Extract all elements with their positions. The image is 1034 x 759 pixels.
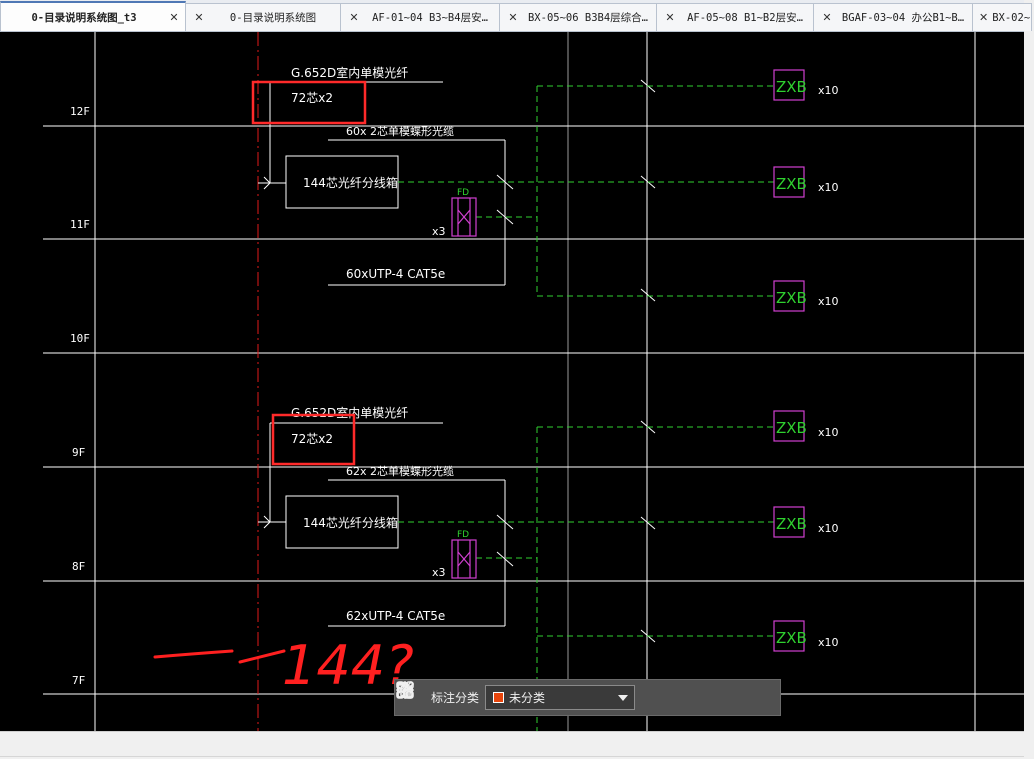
zxb-count-label: x10	[818, 295, 839, 308]
fd-count-label: x3	[432, 566, 446, 579]
tab-label: BX-02~	[992, 11, 1031, 24]
category-color-swatch	[493, 692, 505, 703]
zxb-label: ZXB	[776, 175, 807, 193]
floor-label: 12F	[70, 105, 90, 118]
utp-cable-label: 60xUTP-4 CAT5e	[346, 267, 445, 281]
zxb-count-label: x10	[818, 181, 839, 194]
chevron-down-icon	[618, 694, 629, 701]
core-count-label: 72芯x2	[291, 91, 333, 105]
lower-system-block: G.652D室内单模光纤 72芯x2 62x 2芯单模蝶形光缆 144芯光纤分线…	[258, 405, 839, 731]
cad-drawing-canvas[interactable]: 12F 11F 10F 9F 8F 7F	[0, 32, 1024, 731]
drawing-frame	[43, 32, 1024, 731]
annotation-category-label: 标注分类	[431, 691, 480, 705]
tab-2[interactable]: ✕ AF-01~04 B3~B4层安…	[340, 3, 500, 31]
fd-count-label: x3	[432, 225, 446, 238]
cable-spec-label: G.652D室内单模光纤	[291, 405, 408, 420]
tab-label: AF-01~04 B3~B4层安…	[372, 12, 488, 24]
fd-label: FD	[457, 188, 469, 198]
fiber-box-label: 144芯光纤分线箱	[303, 515, 398, 530]
highlight-box	[271, 413, 356, 466]
floor-label: 10F	[70, 332, 90, 345]
floor-label: 9F	[72, 446, 85, 459]
zxb-label: ZXB	[776, 629, 807, 647]
annotation-toolbar: 标注分类 未分类	[394, 679, 781, 716]
tab-6[interactable]: ✕BX-02~	[972, 3, 1032, 31]
tab-0[interactable]: 0-目录说明系统图_t3 ✕	[0, 1, 186, 31]
close-icon[interactable]: ✕	[169, 10, 179, 24]
floor-label: 11F	[70, 218, 90, 231]
zxb-count-label: x10	[818, 426, 839, 439]
utp-cable-label: 62xUTP-4 CAT5e	[346, 609, 445, 623]
cad-drawing: 12F 11F 10F 9F 8F 7F	[43, 32, 1024, 731]
tab-4[interactable]: ✕ AF-05~08 B1~B2层安…	[656, 3, 814, 31]
tab-label: BGAF-03~04 办公B1~B…	[841, 12, 965, 24]
zxb-count-label: x10	[818, 522, 839, 535]
zxb-count-label: x10	[818, 84, 839, 97]
highlight-box	[251, 80, 367, 125]
floor-label: 7F	[72, 674, 85, 687]
tab-3[interactable]: ✕ BX-05~06 B3B4层综合…	[499, 3, 657, 31]
zxb-label: ZXB	[776, 289, 807, 307]
core-count-label: 72芯x2	[291, 432, 333, 446]
handwritten-annotation: 144?	[153, 634, 414, 697]
drop-cable-label: 62x 2芯单模蝶形光缆	[346, 464, 454, 478]
floor-labels: 12F 11F 10F 9F 8F 7F	[70, 105, 90, 687]
tab-1[interactable]: ✕ 0-目录说明系统图	[185, 3, 341, 31]
close-icon[interactable]: ✕	[979, 11, 989, 24]
tab-label: 0-目录说明系统图	[229, 12, 317, 24]
zxb-label: ZXB	[776, 419, 807, 437]
tab-label: AF-05~08 B1~B2层安…	[687, 12, 803, 24]
close-icon[interactable]: ✕	[822, 11, 832, 24]
upper-system-block: G.652D室内单模光纤 72芯x2 60x 2芯单模蝶形光缆 144芯光纤分线…	[251, 65, 839, 312]
zxb-label: ZXB	[776, 78, 807, 96]
fiber-box-label: 144芯光纤分线箱	[303, 175, 398, 190]
tab-5[interactable]: ✕ BGAF-03~04 办公B1~B…	[813, 3, 973, 31]
close-icon[interactable]: ✕	[349, 11, 359, 24]
drop-cable-label: 60x 2芯单模蝶形光缆	[346, 124, 454, 138]
close-icon[interactable]: ✕	[508, 11, 518, 24]
tab-label: BX-05~06 B3B4层综合…	[527, 12, 648, 24]
floor-label: 8F	[72, 560, 85, 573]
document-tab-bar: 0-目录说明系统图_t3 ✕ ✕ 0-目录说明系统图 ✕ AF-01~04 B3~B4层安…	[0, 0, 1032, 32]
close-icon[interactable]: ✕	[665, 11, 675, 24]
annotation-category-select[interactable]: 未分类	[485, 685, 636, 710]
paste-icon[interactable]	[397, 681, 768, 711]
fd-label: FD	[457, 530, 469, 540]
tab-label: 0-目录说明系统图_t3	[31, 11, 137, 24]
handwritten-note: 144?	[282, 634, 414, 697]
move-icon[interactable]	[395, 680, 704, 711]
copy-icon[interactable]	[397, 682, 736, 711]
status-bar	[0, 731, 1024, 759]
cable-spec-label: G.652D室内单模光纤	[291, 65, 408, 80]
zxb-count-label: x10	[818, 636, 839, 649]
category-selected-value: 未分类	[509, 691, 546, 705]
close-icon[interactable]: ✕	[194, 11, 204, 24]
edit-icon[interactable]	[397, 680, 672, 711]
zxb-label: ZXB	[776, 515, 807, 533]
